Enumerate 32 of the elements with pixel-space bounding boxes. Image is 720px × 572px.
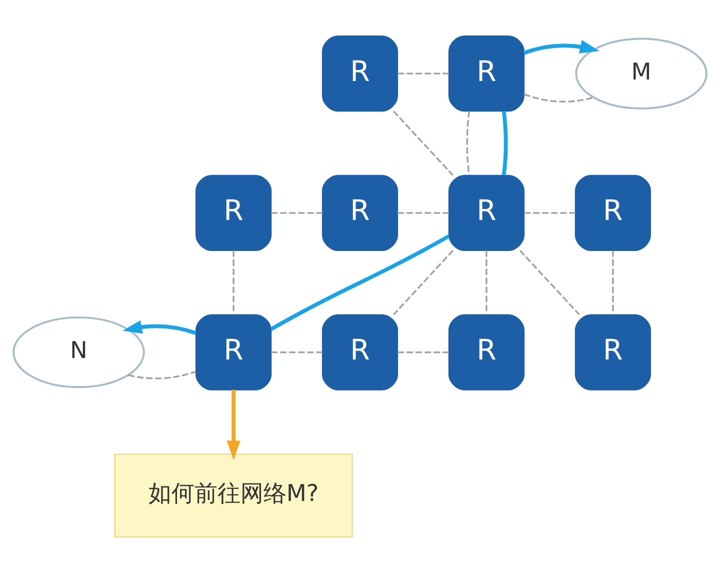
- node-box: R: [322, 35, 398, 112]
- node-ellipse: M: [575, 37, 708, 109]
- node-box: R: [195, 174, 272, 251]
- connector: [612, 250, 614, 314]
- connector: [393, 249, 454, 315]
- node-box: 如何前往网络M?: [114, 453, 353, 537]
- connector: [392, 110, 454, 176]
- connector: [524, 92, 594, 102]
- connector: [271, 350, 322, 353]
- arrow: [122, 320, 196, 334]
- node-box: R: [448, 174, 525, 251]
- connector: [398, 72, 449, 74]
- connector: [271, 212, 322, 214]
- node-box: R: [448, 35, 525, 112]
- connector: [270, 234, 450, 330]
- connector: [232, 250, 234, 314]
- arrow: [226, 389, 240, 460]
- node-box: R: [574, 174, 651, 251]
- connector: [524, 212, 576, 214]
- node-box: R: [448, 314, 525, 390]
- connector: [398, 350, 449, 353]
- connector: [502, 110, 508, 175]
- node-box: R: [574, 314, 651, 390]
- connector: [466, 110, 470, 175]
- connector: [128, 370, 196, 379]
- arrow: [523, 40, 600, 54]
- connector: [486, 250, 488, 314]
- node-box: R: [322, 174, 398, 251]
- connector: [519, 249, 580, 315]
- node-box: R: [322, 314, 398, 390]
- connector: [398, 212, 449, 214]
- node-box: R: [195, 314, 272, 390]
